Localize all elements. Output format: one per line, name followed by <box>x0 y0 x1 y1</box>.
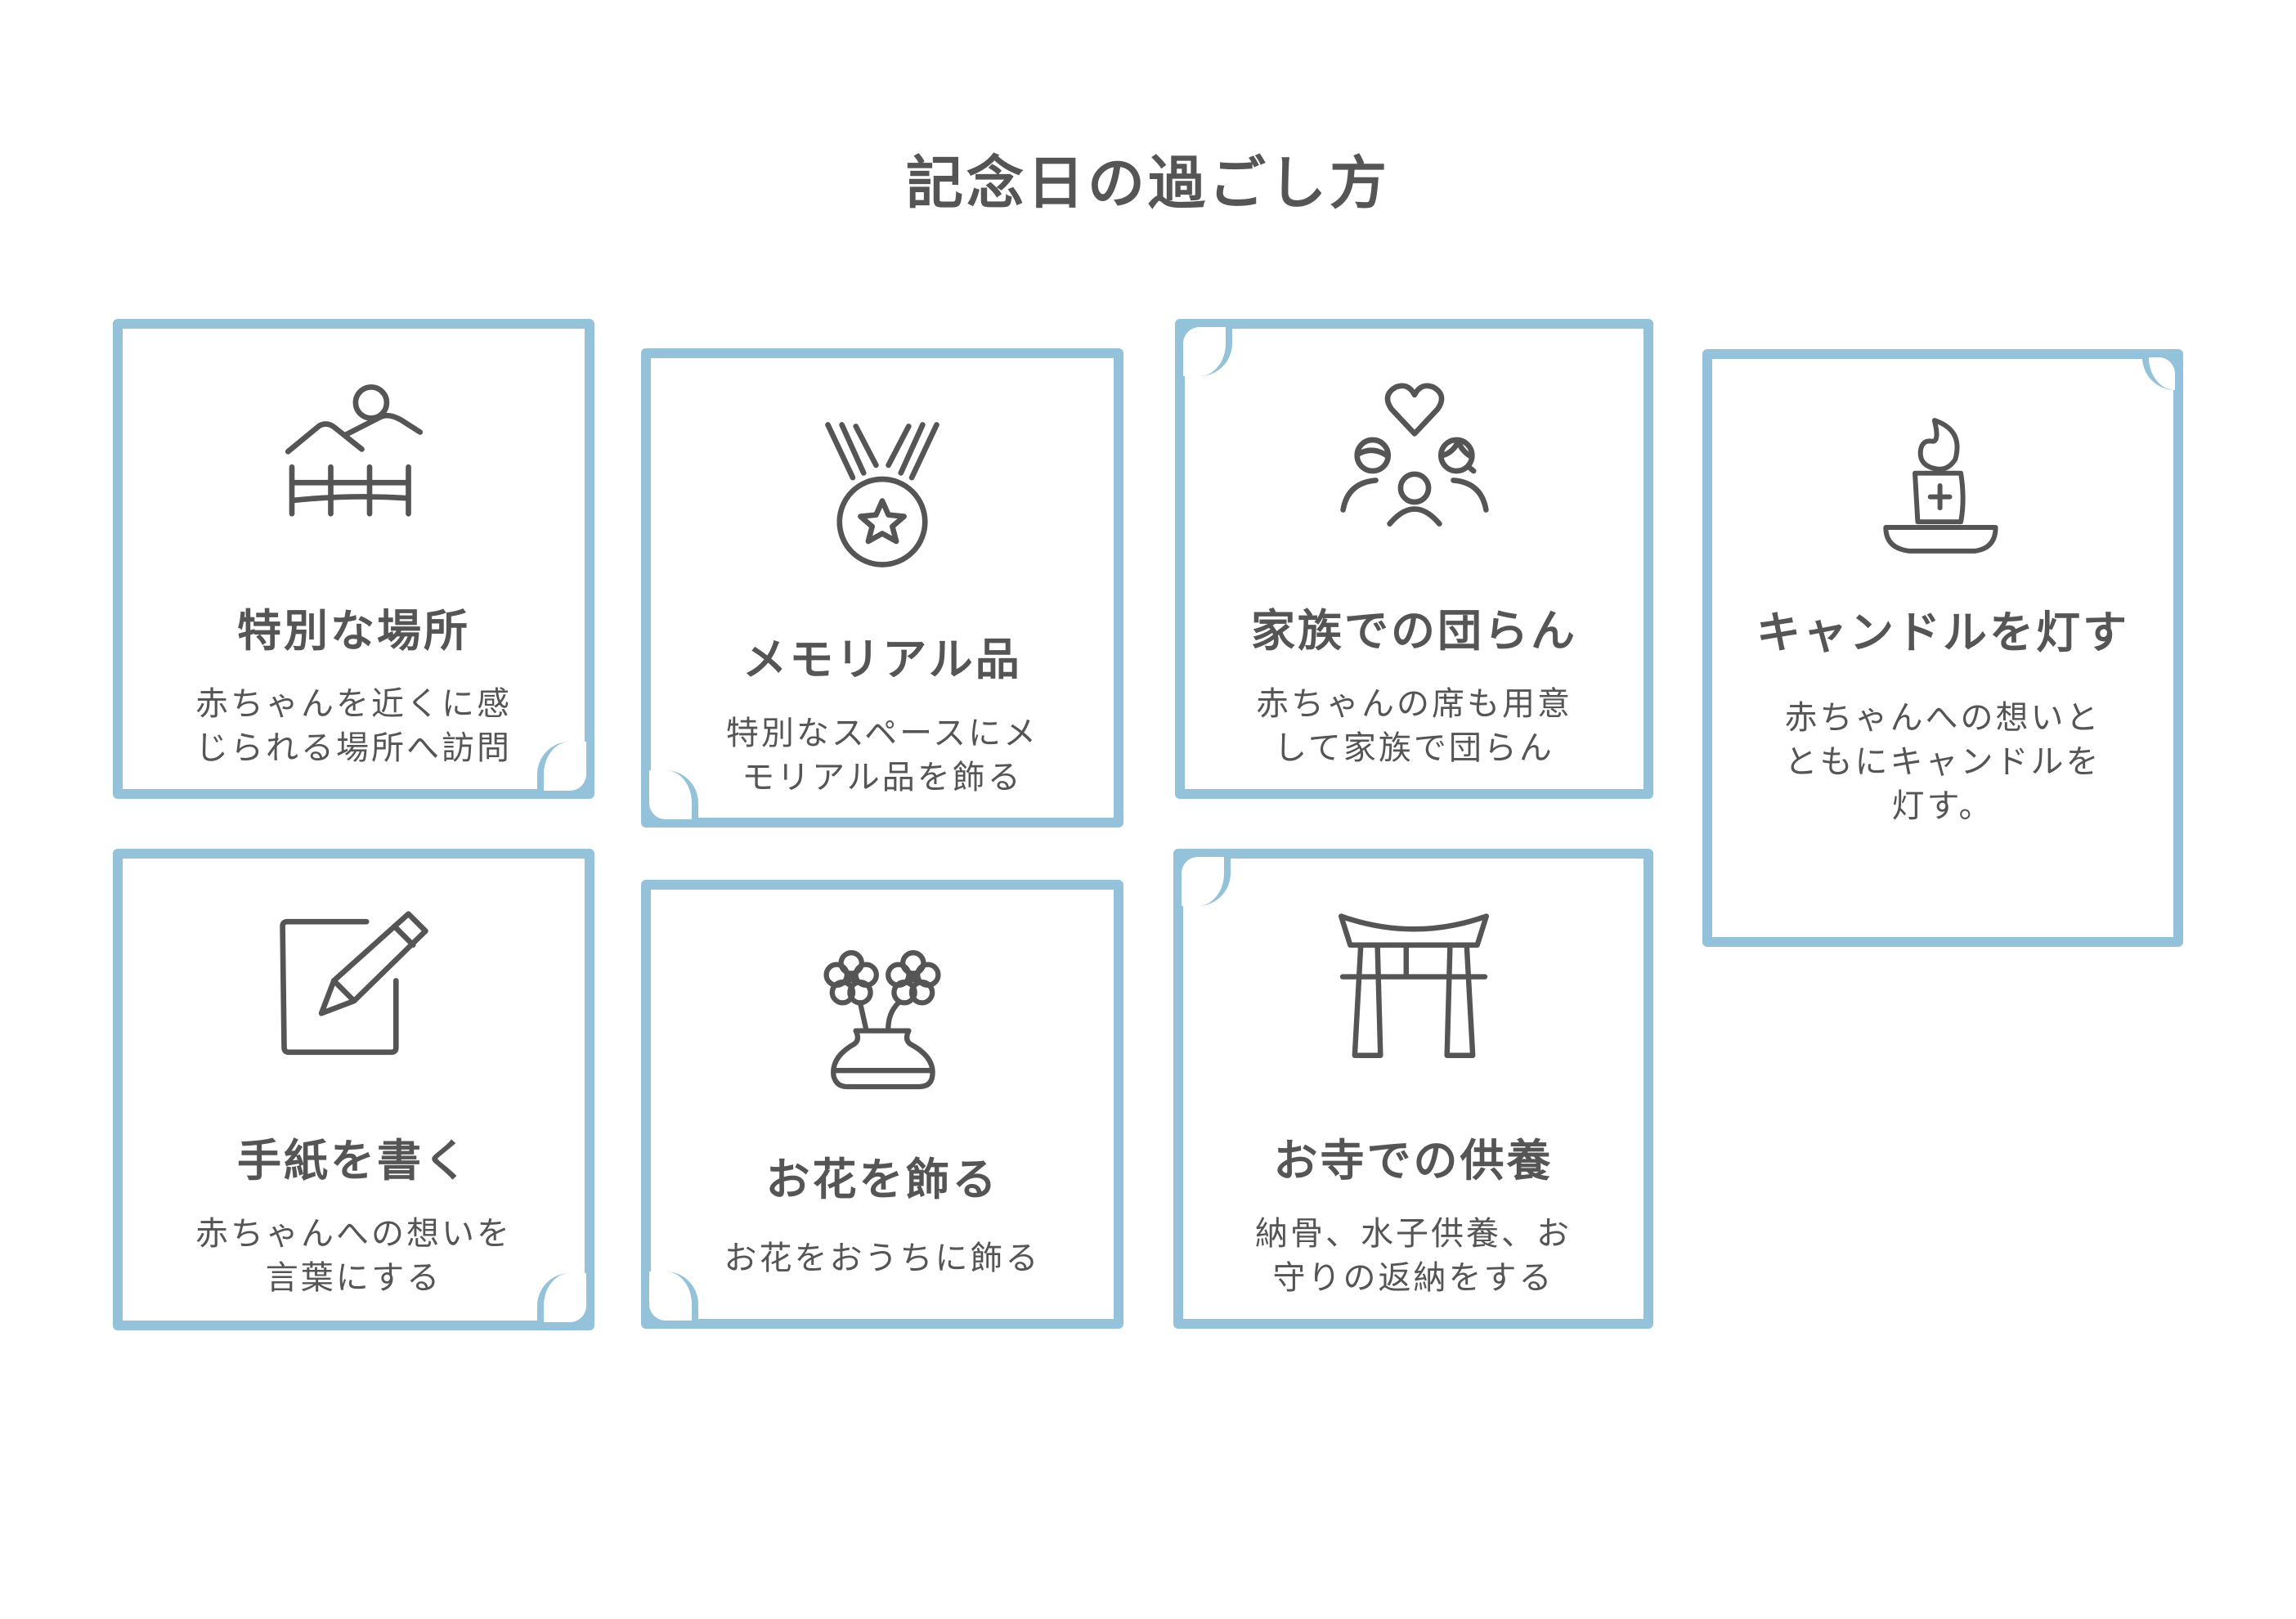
medal-star-icon <box>805 417 960 572</box>
desc-line: 赤ちゃんへの想いを <box>195 1215 512 1253</box>
desc-line: 赤ちゃんを近くに感 <box>195 685 512 723</box>
card-heading: 手紙を書く <box>237 1135 470 1186</box>
card-description: お花をおうちに飾る <box>700 1236 1065 1280</box>
card-heading: 家族での団らん <box>1251 605 1577 657</box>
page-curl-corner <box>1173 849 1231 906</box>
card-light-candle: キャンドルを灯す 赤ちゃんへの想いと ともにキャンドルを 灯す。 <box>1702 349 2183 947</box>
card-description: 赤ちゃんを近くに感 じられる場所へ訪問 <box>172 682 536 770</box>
candle-icon <box>1873 416 2012 555</box>
card-heading: お寺での供養 <box>1273 1135 1554 1186</box>
desc-line: モリアル品を飾る <box>742 759 1023 796</box>
card-heading: 特別な場所 <box>237 605 470 657</box>
page-curl-corner <box>537 742 594 799</box>
page-curl-corner <box>537 1273 594 1330</box>
desc-line: して家族で団らん <box>1274 729 1554 767</box>
card-description: 特別なスペースにメ モリアル品を飾る <box>700 711 1065 800</box>
card-write-letter: 手紙を書く 赤ちゃんへの想いを 言葉にする <box>113 849 594 1330</box>
card-heading: キャンドルを灯す <box>1756 607 2129 658</box>
card-description: 赤ちゃんへの想いと ともにキャンドルを 灯す。 <box>1761 696 2124 828</box>
card-heading: お花を飾る <box>765 1154 999 1205</box>
card-description: 赤ちゃんの席も用意 して家族で団らん <box>1234 682 1594 770</box>
desc-line: 灯す。 <box>1891 787 1994 825</box>
page-curl-corner <box>641 770 698 827</box>
card-decorate-flowers: お花を飾る お花をおうちに飾る <box>641 880 1123 1329</box>
desc-line: 納骨、水子供養、お <box>1255 1215 1572 1253</box>
card-temple-memorial: お寺での供養 納骨、水子供養、お 守りの返納をする <box>1173 849 1653 1329</box>
torii-gate-icon <box>1338 912 1489 1063</box>
desc-line: 赤ちゃんへの想いと <box>1784 699 2101 737</box>
desc-line: 特別なスペースにメ <box>725 715 1039 752</box>
card-memorial-items: メモリアル品 特別なスペースにメ モリアル品を飾る <box>641 348 1123 827</box>
page-curl-corner <box>2142 349 2183 390</box>
desc-line: 守りの返納をする <box>1272 1259 1554 1297</box>
page-title: 記念日の過ごし方 <box>906 150 1390 217</box>
desc-line: 言葉にする <box>265 1259 442 1297</box>
write-letter-icon <box>276 909 432 1065</box>
card-family-gathering: 家族での団らん 赤ちゃんの席も用意 して家族で団らん <box>1175 319 1653 799</box>
card-heading: メモリアル品 <box>742 634 1022 685</box>
desc-line: 赤ちゃんの席も用意 <box>1256 685 1572 723</box>
card-description: 赤ちゃんへの想いを 言葉にする <box>172 1212 536 1300</box>
card-description: 納骨、水子供養、お 守りの返納をする <box>1232 1212 1594 1300</box>
desc-line: じられる場所へ訪問 <box>195 729 512 767</box>
page-curl-corner <box>1175 319 1232 376</box>
landscape-fence-icon <box>276 378 432 533</box>
desc-line: ともにキャンドルを <box>1784 743 2101 781</box>
flower-vase-icon <box>809 947 956 1094</box>
page-curl-corner <box>641 1271 698 1329</box>
card-special-place: 特別な場所 赤ちゃんを近くに感 じられる場所へ訪問 <box>113 319 594 799</box>
family-heart-icon <box>1337 378 1492 533</box>
desc-line: お花をおうちに飾る <box>724 1240 1041 1277</box>
